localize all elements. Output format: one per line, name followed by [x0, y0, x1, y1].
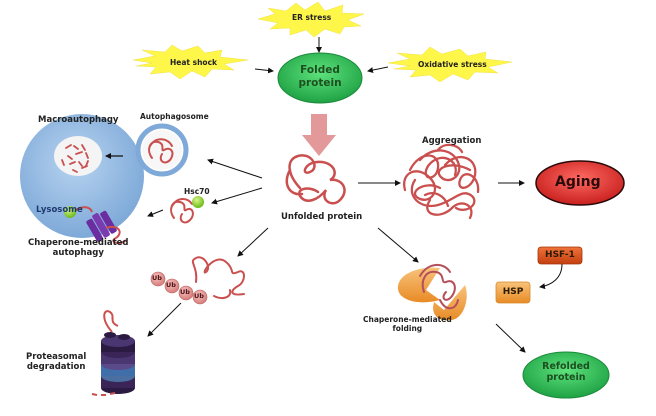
cma-label: Chaperone-mediated autophagy [28, 238, 129, 258]
arrow-to-hsc70 [211, 187, 263, 205]
lysosome-label: Lysosome [36, 205, 83, 215]
arrow-to-chaperone-folding [377, 227, 419, 263]
hsc70-ball [192, 196, 204, 208]
proteasome-line2: degradation [26, 362, 86, 373]
ub-label-3: Ub [180, 288, 190, 296]
lamp2a-receptor [86, 210, 117, 242]
oxidative-stress-label: Oxidative stress [418, 60, 487, 69]
chaperone-folding-line1: Chaperone-mediated [363, 315, 452, 324]
lysosome-circle [20, 114, 144, 238]
er-stress-label: ER stress [292, 13, 332, 22]
unfolded-protein-label: Unfolded protein [281, 212, 363, 222]
aggregation-cluster [403, 143, 480, 220]
arrow-hsf1-to-hsp [539, 263, 563, 290]
arrow-to-autophagosome [207, 158, 263, 179]
ub-label-4: Ub [194, 292, 204, 300]
hsf1-label: HSF-1 [545, 250, 575, 260]
ub-label-1: Ub [152, 274, 162, 282]
unfolded-protein-strand [285, 154, 346, 205]
ubiquitin-3 [178, 285, 194, 301]
heat-shock-label: Heat shock [170, 58, 218, 67]
refolded-protein-line1: Refolded [542, 361, 590, 372]
refolded-protein-line2: protein [546, 372, 586, 384]
aging-oval [535, 160, 625, 206]
chaperone-folding-label: Chaperone-mediated folding [363, 315, 452, 333]
arrow-to-proteasome [147, 302, 182, 337]
arrow-hsc70-to-lysosome [147, 209, 164, 217]
cma-line2: autophagy [52, 248, 104, 259]
folded-protein-line1: Folded [300, 64, 340, 76]
refolded-protein-label: Refolded protein [538, 361, 594, 384]
chaperone-folding-line2: folding [392, 324, 423, 333]
aging-label: Aging [555, 174, 601, 190]
autophagosome-label: Autophagosome [140, 112, 209, 121]
folded-protein-line2: protein [298, 76, 342, 89]
arrow-heat-to-folded [254, 67, 274, 74]
translocating-strand [75, 206, 93, 213]
oxidative-stress-star [387, 46, 513, 83]
autophagosome-ring [135, 123, 189, 177]
lysosome-inner-vesicle [54, 136, 102, 176]
ubiquitin-2 [164, 278, 180, 294]
folded-protein-label: Folded protein [294, 64, 346, 89]
degraded-protein-fragments [61, 144, 89, 173]
arrow-to-refolded [495, 323, 526, 353]
chaperone-clamp [397, 267, 467, 321]
ubiquitin-1 [150, 271, 166, 287]
ubiquitinated-protein-strand [191, 256, 245, 299]
cma-line1: Chaperone-mediated [28, 238, 129, 248]
lysosome-hsc70-ball [64, 206, 76, 218]
ub-label-2: Ub [166, 281, 176, 289]
proteasome-label: Proteasomal degradation [26, 352, 86, 372]
hsc70-label: Hsc70 [184, 187, 210, 196]
aggregation-label: Aggregation [422, 136, 482, 146]
er-stress-star [257, 1, 365, 38]
folded-protein-oval [277, 52, 363, 104]
hsc70-bound-protein [170, 198, 194, 224]
folded-to-unfolded-arrow [302, 114, 336, 156]
arrow-oxidative-to-folded [367, 66, 389, 73]
hsp-label: HSP [502, 287, 524, 297]
proteasome [91, 310, 135, 396]
proteasome-line1: Proteasomal [26, 352, 87, 362]
hsf1-box [537, 246, 583, 265]
autophagosome-cargo-protein [148, 138, 174, 164]
macroautophagy-label: Macroautophagy [38, 115, 119, 125]
refolded-protein-oval [522, 351, 610, 399]
chaperone-bound-protein [419, 264, 459, 310]
cma-substrate-strand [105, 226, 127, 245]
hsp-box [495, 281, 531, 304]
ubiquitin-4 [192, 289, 208, 305]
heat-shock-star [132, 44, 249, 80]
arrow-to-ubiquitination [237, 227, 269, 257]
